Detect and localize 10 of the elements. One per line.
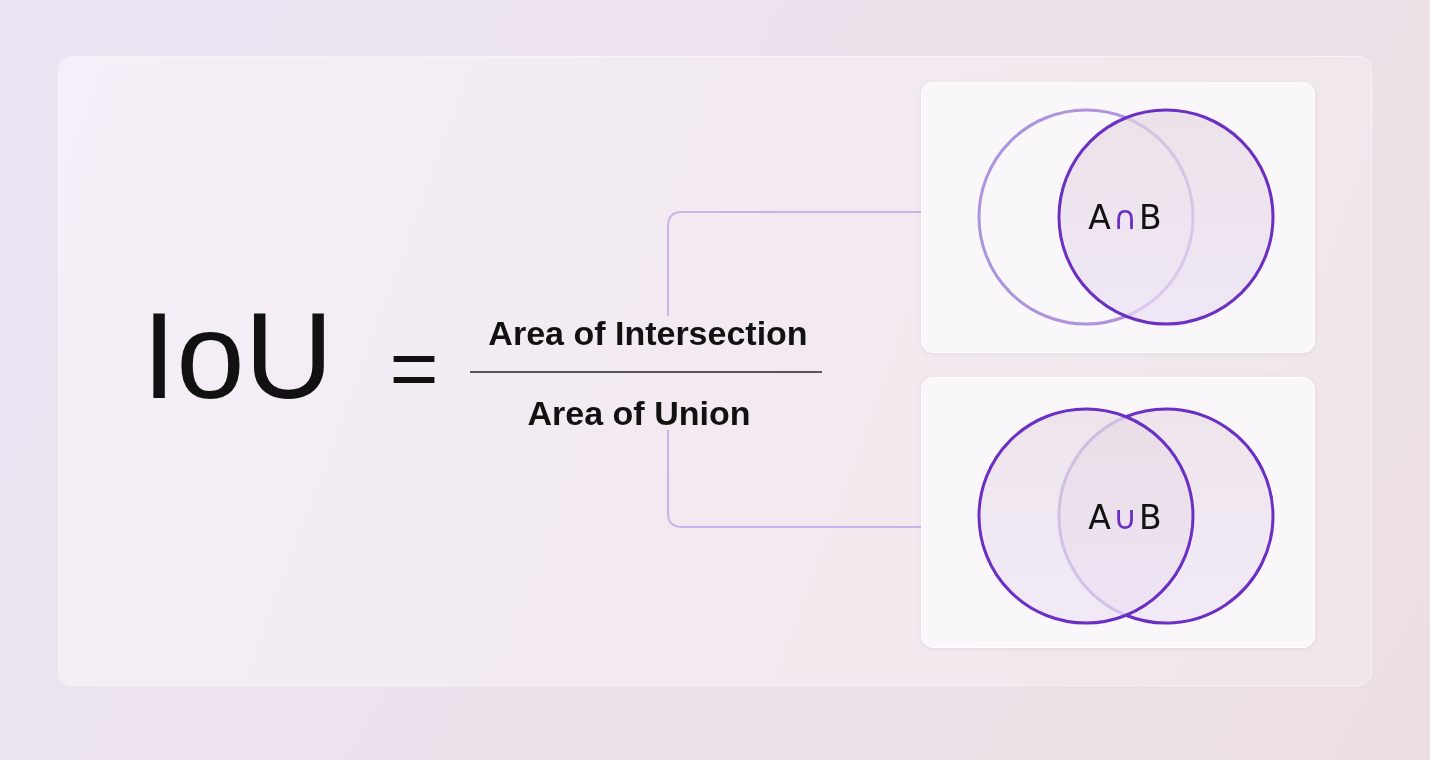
venn-card bbox=[921, 377, 1315, 648]
numerator-text: Area of Intersection bbox=[488, 316, 808, 350]
connector-line bbox=[667, 211, 922, 317]
denominator-text: Area of Union bbox=[527, 396, 751, 430]
connector-line bbox=[667, 429, 922, 528]
set-notation: A∩B bbox=[1088, 200, 1164, 234]
formula-term: IoU bbox=[142, 294, 334, 417]
venn-card bbox=[921, 82, 1315, 353]
set-notation: A∪B bbox=[1088, 500, 1164, 534]
equals-sign: = bbox=[389, 326, 439, 410]
